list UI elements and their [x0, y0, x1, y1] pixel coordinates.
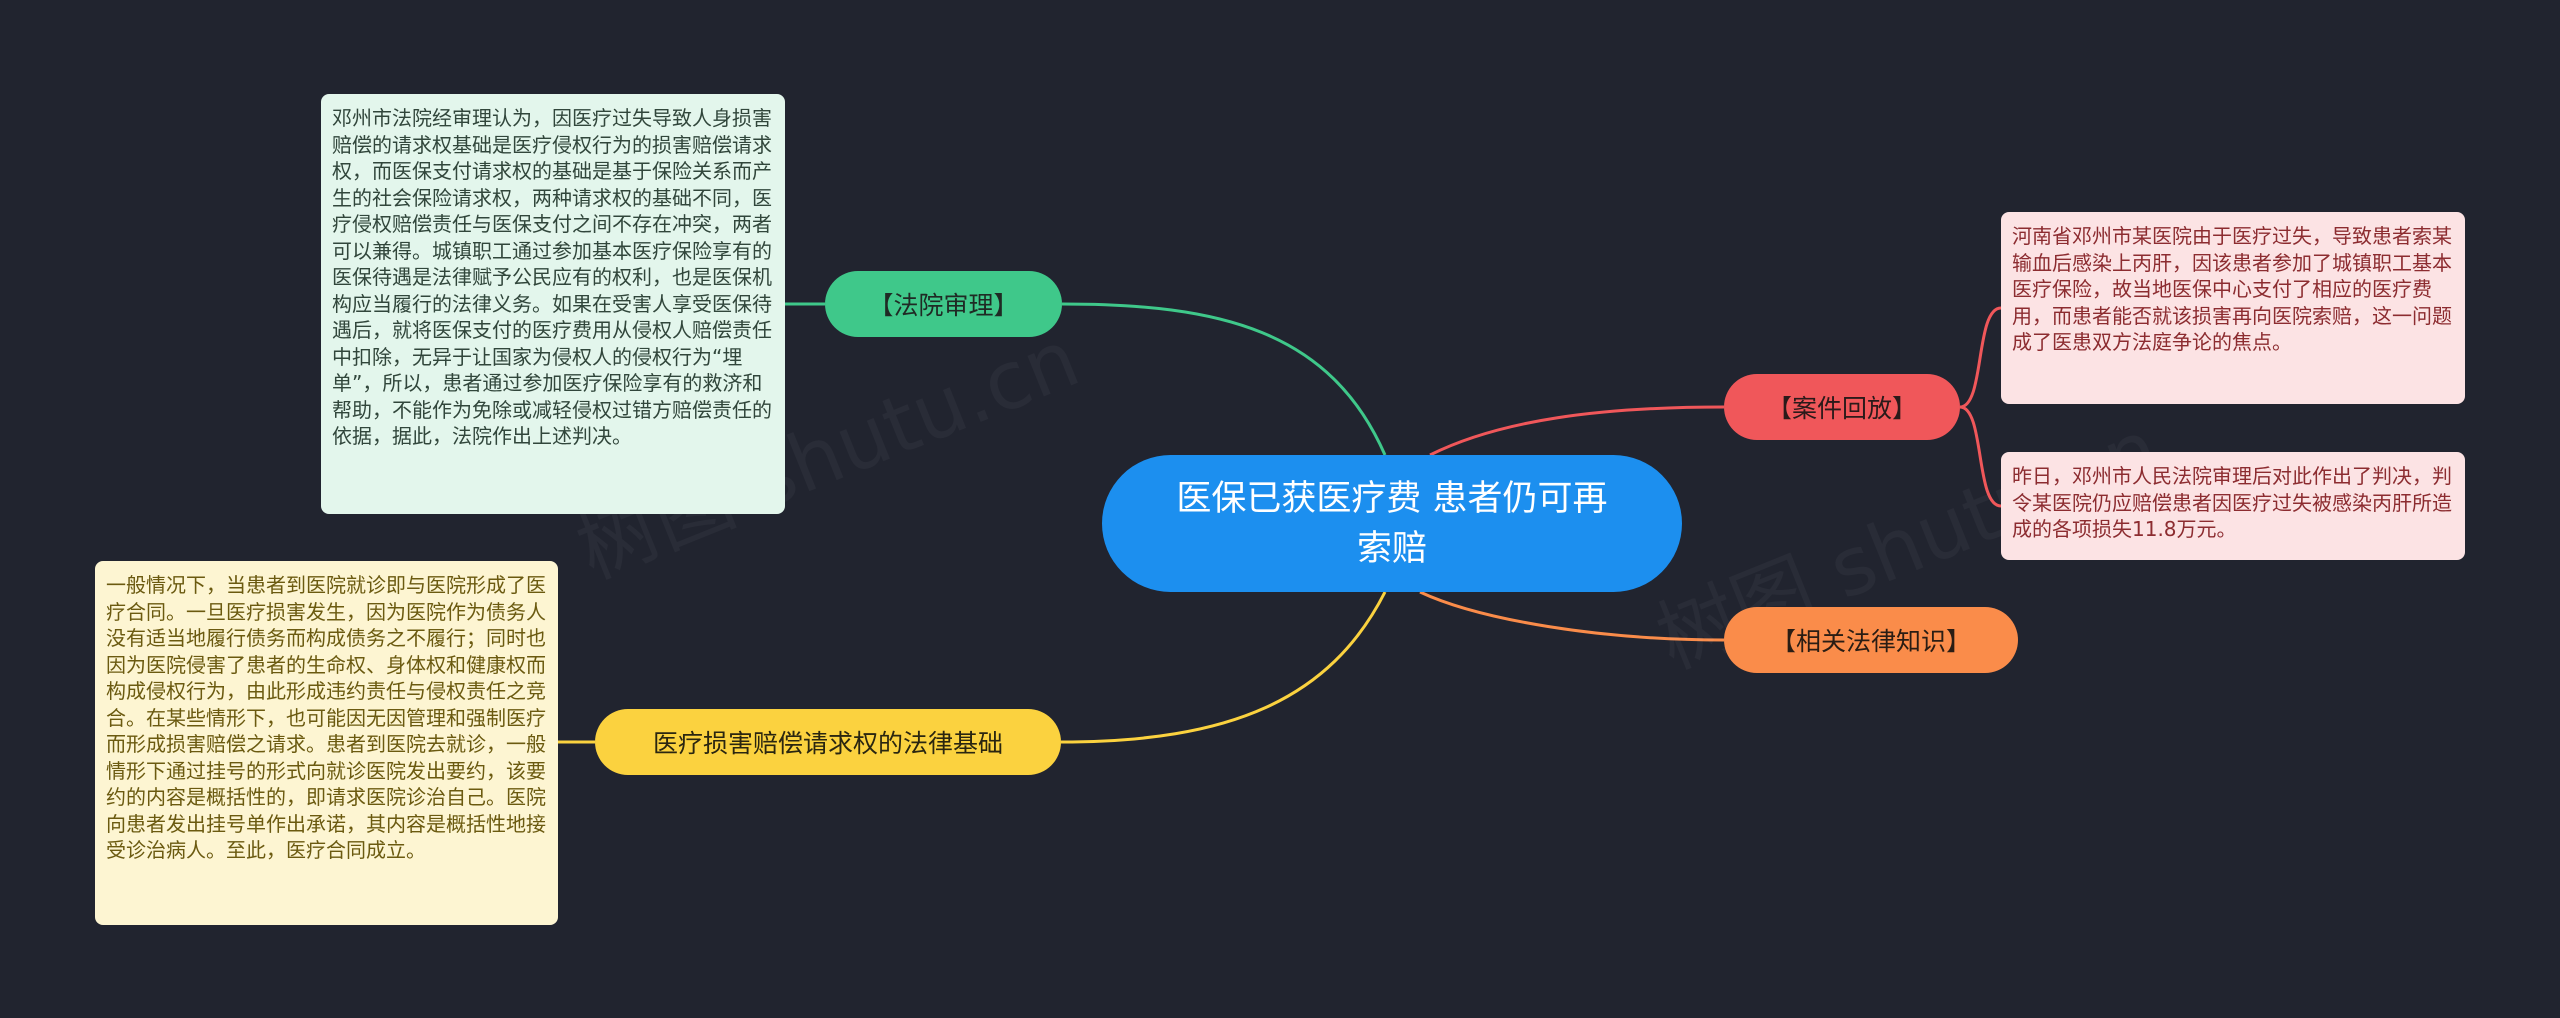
branch-legal-basis[interactable]: 医疗损害赔偿请求权的法律基础 [595, 709, 1061, 775]
branch-label: 医疗损害赔偿请求权的法律基础 [652, 729, 1003, 758]
branch-label: 【相关法律知识】 [1770, 627, 1971, 656]
leaf-case-background-text[interactable]: 河南省邓州市某医院由于医疗过失，导致患者索某输血后感染上丙肝，因该患者参加了城镇… [2001, 212, 2465, 404]
link-root-court [1061, 302, 1387, 456]
leaf-legal-basis-text[interactable]: 一般情况下，当患者到医院就诊即与医院形成了医疗合同。一旦医疗损害发生，因为医院作… [95, 561, 558, 925]
branch-court-review[interactable]: 【法院审理】 [825, 271, 1062, 337]
link-case-leaf1 [1959, 306, 2002, 409]
leaf-case-judgment-text[interactable]: 昨日，邓州市人民法院审理后对此作出了判决，判令某医院仍应赔偿患者因医疗过失被感染… [2001, 452, 2465, 560]
link-case-leaf2 [1959, 405, 2002, 508]
link-root-basis [1060, 591, 1387, 744]
branch-legal-knowledge[interactable]: 【相关法律知识】 [1724, 607, 2018, 673]
branch-case-replay[interactable]: 【案件回放】 [1724, 374, 1960, 440]
central-topic[interactable]: 医保已获医疗费 患者仍可再索赔 [1102, 455, 1682, 592]
leaf-court-review-text[interactable]: 邓州市法院经审理认为，因医疗过失导致人身损害赔偿的请求权基础是医疗侵权行为的损害… [321, 94, 785, 514]
central-topic-label: 医保已获医疗费 患者仍可再索赔 [1176, 478, 1608, 569]
link-root-case [1429, 405, 1725, 457]
branch-label: 【法院审理】 [868, 291, 1019, 320]
link-root-law [1419, 590, 1725, 642]
branch-label: 【案件回放】 [1766, 394, 1917, 423]
